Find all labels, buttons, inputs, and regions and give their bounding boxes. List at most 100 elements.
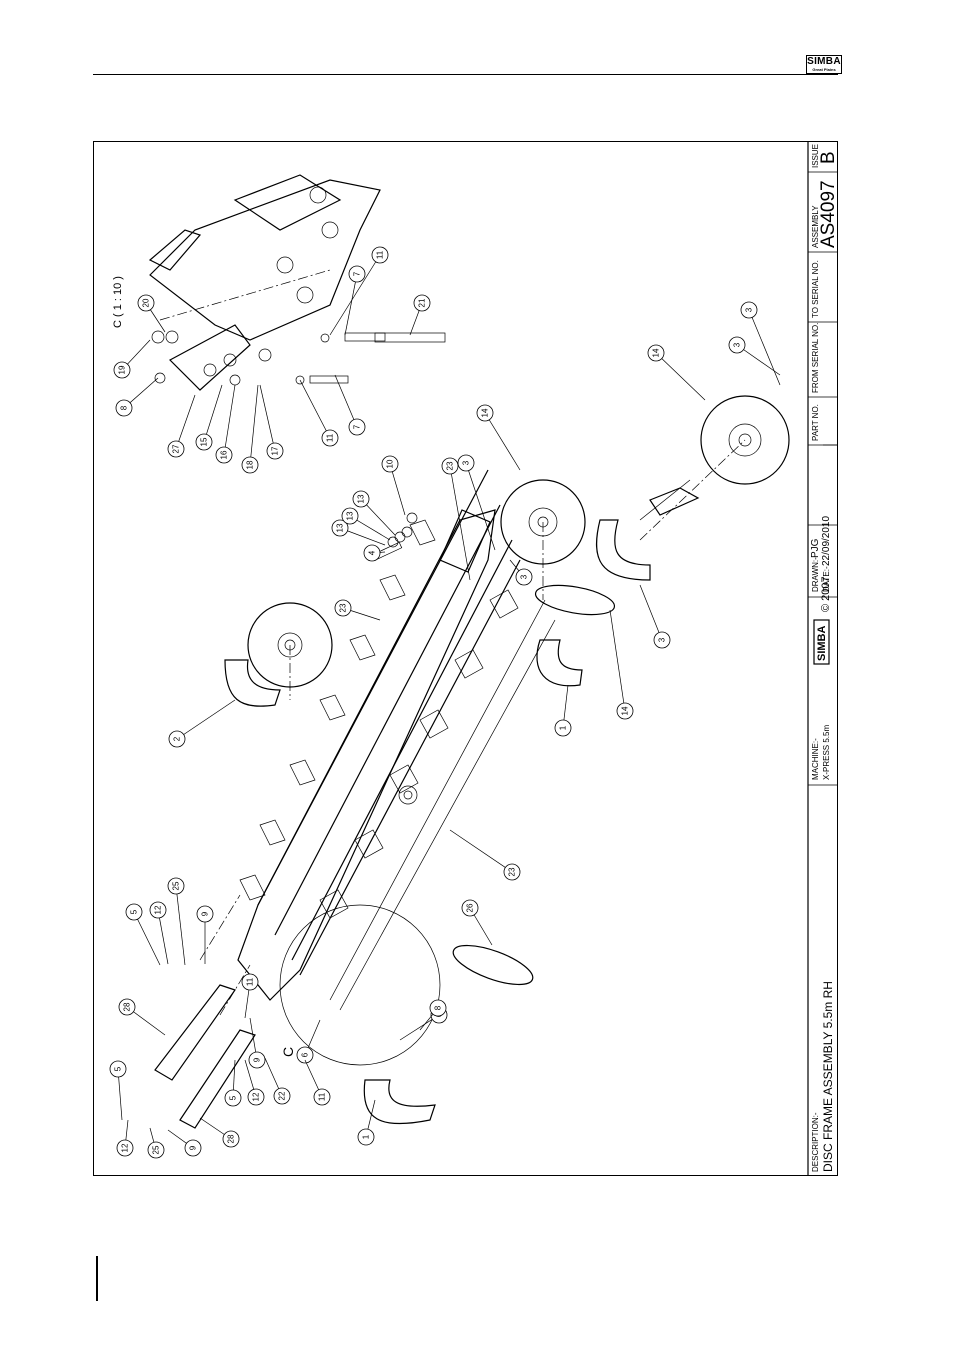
callout-circle: [341, 507, 359, 525]
callout-circle: [429, 999, 447, 1017]
callout-leader: [249, 384, 259, 466]
callout-leader: [449, 465, 471, 581]
callout-leader: [299, 379, 331, 439]
callout-circle: [461, 899, 479, 917]
callout-circle: [554, 719, 572, 737]
callout-circle: [331, 519, 349, 537]
callout-leader: [117, 1068, 123, 1121]
callout-number: 11: [246, 977, 255, 986]
callout-number: 21: [418, 298, 427, 307]
callout-balloon: 28: [199, 1117, 240, 1148]
section-circle: [279, 904, 441, 1066]
callout-number: 11: [318, 1092, 327, 1101]
machine-label: MACHINE:-: [811, 738, 820, 780]
callout-number: 19: [118, 365, 127, 374]
callout-balloon: 2: [168, 699, 236, 748]
callout-circle: [647, 344, 665, 362]
callout-circle: [118, 998, 136, 1016]
callout-circle: [321, 429, 339, 447]
callout-balloon: 25: [167, 877, 186, 966]
callout-circle: [348, 265, 366, 283]
from-serial-label: FROM SERIAL NO.: [811, 323, 820, 393]
callout-balloon: 27: [167, 394, 196, 458]
callout-balloon: 14: [609, 609, 634, 720]
mounting-brackets: [239, 519, 519, 919]
callout-number: 9: [189, 1145, 198, 1150]
drawn-label: DRAWN:-: [811, 557, 820, 592]
callout-number: 3: [745, 307, 754, 312]
callout-circle: [352, 490, 370, 508]
callout-circle: [296, 1046, 314, 1064]
callout-circle: [381, 455, 399, 473]
simba-logo: SIMBA Great Plains: [806, 55, 842, 74]
callout-leader: [259, 384, 276, 452]
callout-number: 25: [172, 881, 181, 890]
callout-balloon: 10: [381, 455, 406, 516]
callout-number: 8: [120, 405, 129, 410]
callout-balloon: 7: [344, 265, 366, 336]
callout-number: 7: [353, 271, 362, 276]
callout-balloon: 18: [241, 384, 259, 474]
callout-circle: [137, 294, 155, 312]
callout-balloon: 14: [647, 344, 706, 401]
callout-leader: [389, 463, 406, 516]
callout-circle: [476, 404, 494, 422]
callout-leader: [344, 273, 358, 336]
callout-balloon: 23: [334, 599, 381, 621]
callout-circle: [149, 901, 167, 919]
callout-balloon: 20: [137, 294, 166, 333]
callout-balloon: 3: [457, 454, 496, 551]
callout-balloon: 4: [363, 544, 386, 562]
callout-number: 22: [278, 1091, 287, 1100]
callout-circle: [413, 294, 431, 312]
callout-number: 5: [229, 1095, 238, 1100]
callout-balloon: 5: [109, 1060, 127, 1121]
callout-circle: [116, 1139, 134, 1157]
callout-number: 15: [200, 437, 209, 446]
callout-number: 1: [362, 1134, 371, 1139]
callout-leader: [175, 885, 186, 966]
brand-stamp-text: SIMBA: [816, 626, 828, 662]
logo-main-text: SIMBA: [807, 56, 841, 67]
callout-circle: [125, 903, 143, 921]
callout-circle: [195, 433, 213, 451]
callout-balloon: 3: [740, 301, 781, 386]
callout-circle: [224, 1089, 242, 1107]
callout-leader: [223, 384, 236, 456]
callout-number: 17: [271, 446, 280, 455]
callout-number: 14: [621, 706, 630, 715]
callout-circle: [184, 1139, 202, 1157]
callout-number: 13: [336, 523, 345, 532]
callout-number: 16: [220, 450, 229, 459]
callout-leader: [175, 394, 196, 450]
header-rule: [93, 74, 838, 75]
callout-circle: [348, 418, 366, 436]
callout-circle: [147, 1141, 165, 1159]
callout-circle: [241, 456, 259, 474]
callout-balloon: 11: [304, 1059, 331, 1106]
callout-leader: [329, 254, 381, 336]
callout-number: 28: [123, 1002, 132, 1011]
callout-balloon: 3: [509, 559, 533, 586]
to-serial-label: TO SERIAL NO.: [811, 260, 820, 318]
drawn-value: PJG: [810, 538, 821, 558]
copyright-text: © 2007: [820, 576, 832, 612]
callout-number: 9: [201, 911, 210, 916]
callout-number: 23: [446, 461, 455, 470]
callout-circle: [357, 1128, 375, 1146]
description-label: DESCRIPTION:-: [811, 1112, 820, 1172]
description-value: DISC FRAME ASSEMBLY 5.5m RH: [821, 981, 835, 1172]
callout-balloon: 12: [116, 1119, 134, 1157]
callout-balloon: 14: [476, 404, 521, 471]
callout-circle: [334, 599, 352, 617]
callout-balloon: 16: [215, 384, 236, 464]
machine-value: X-PRESS 5.5m: [822, 725, 831, 780]
side-plates: [154, 984, 256, 1129]
callout-number: 13: [346, 511, 355, 520]
callout-circle: [728, 336, 746, 354]
callout-leader: [748, 309, 781, 386]
callout-leader: [203, 384, 223, 443]
disc-blade-right: [700, 395, 790, 485]
callout-circle: [109, 1060, 127, 1078]
